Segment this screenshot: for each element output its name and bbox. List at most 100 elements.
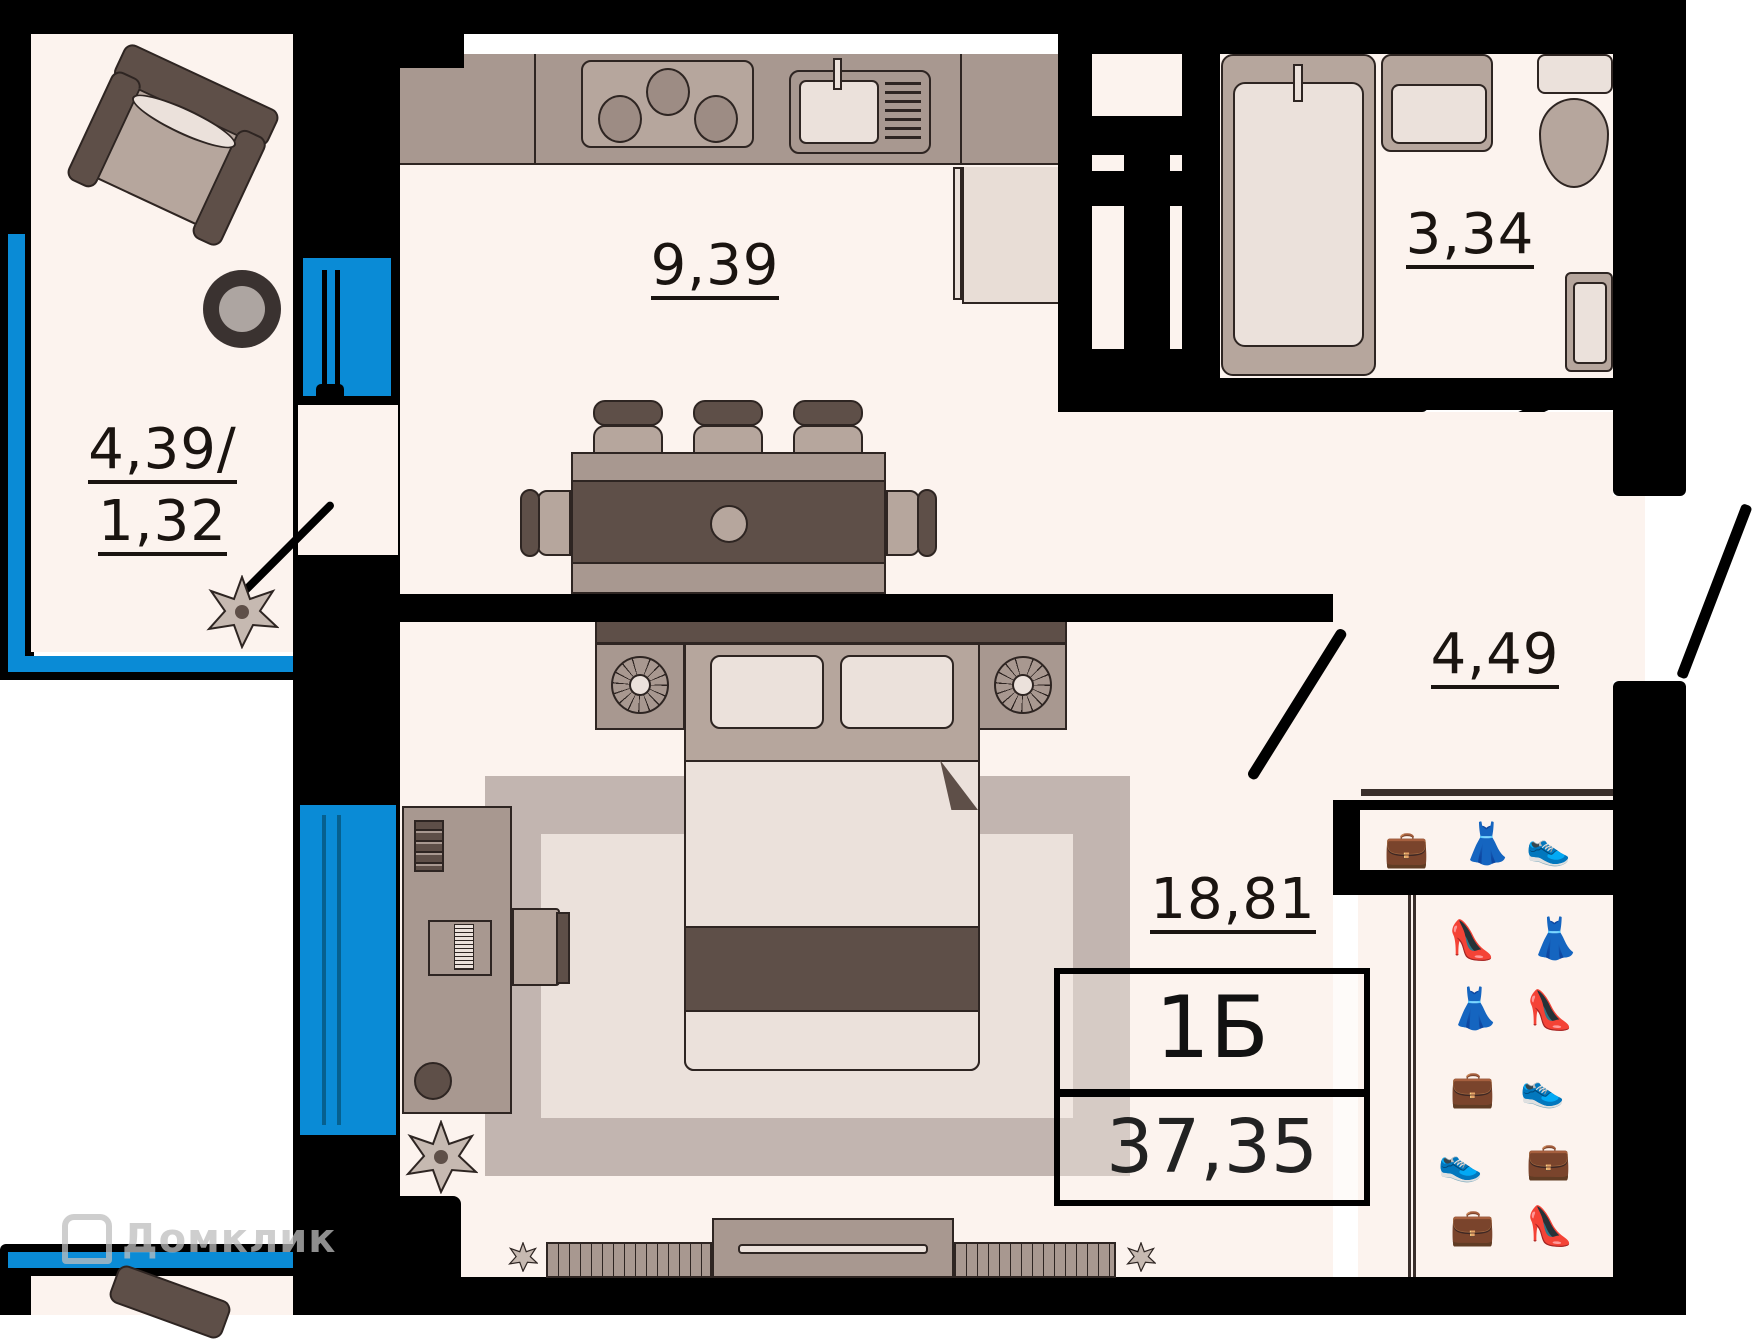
wardrobe-shelf: [1360, 810, 1613, 870]
balcony-area-label: 4,39/: [88, 417, 237, 484]
tv-icon: [738, 1244, 928, 1254]
balcony-bottom-wall: [0, 672, 293, 680]
balcony-door-frame-line: [335, 270, 340, 400]
dining-chair-back: [693, 400, 763, 426]
fridge-icon: [962, 167, 1058, 304]
bottom-wall-stub: [293, 1196, 461, 1277]
desk-chair-back: [556, 912, 570, 984]
apartment-type: 1Б: [1155, 978, 1269, 1078]
apartment-info-divider: [1054, 1089, 1370, 1097]
hallway-area-label: 4,49: [1430, 622, 1560, 689]
plant-icon: [404, 1119, 479, 1195]
wardrobe-rail: [1361, 789, 1613, 796]
bedroom-area-label: 18,81: [1150, 867, 1316, 934]
balcony-area-label-2: 1,32: [98, 489, 227, 556]
dress-icon: 👗: [1530, 916, 1580, 962]
domclick-watermark: Домклик: [62, 1214, 336, 1264]
total-area: 37,35: [1106, 1104, 1318, 1190]
towel-rail-inner: [1573, 282, 1607, 364]
sink-faucet: [833, 58, 842, 90]
laptop-keyboard: [454, 924, 474, 970]
counter-notch: [400, 34, 464, 68]
heel-icon: 👠: [1526, 988, 1574, 1032]
plant-icon: [508, 1241, 539, 1273]
headboard: [595, 622, 1067, 644]
lamp-center: [629, 674, 651, 696]
neighbor-balcony-window: [8, 1252, 293, 1268]
sink-drainer: [885, 82, 921, 144]
bathroom-door-jamb: [1557, 378, 1613, 408]
lamp-center: [1012, 674, 1034, 696]
table-vase-icon: [710, 505, 748, 543]
dining-chair-back: [793, 400, 863, 426]
dress-icon: 👗: [1462, 821, 1512, 867]
heel-icon: 👠: [1526, 1204, 1574, 1248]
pillow: [840, 655, 954, 729]
briefcase-icon: 💼: [1526, 1141, 1571, 1182]
dining-chair: [693, 425, 763, 455]
dining-chair-back: [593, 400, 663, 426]
briefcase-icon: 💼: [1450, 1069, 1495, 1110]
desk-lamp-icon: [414, 1062, 452, 1100]
pillow: [710, 655, 824, 729]
radiator-right: [954, 1242, 1116, 1278]
bathroom-area-label: 3,34: [1405, 202, 1535, 269]
bathtub-basin: [1233, 82, 1364, 347]
shaft-1: [1092, 54, 1182, 116]
balcony-door-window: [303, 258, 391, 396]
watermark-house-icon: [62, 1214, 112, 1264]
entrance-opening[interactable]: [1613, 496, 1645, 681]
balcony-window-bottom: [8, 656, 293, 672]
kitchen-bedroom-wall: [400, 594, 1358, 622]
shaft-2: [1092, 155, 1124, 171]
blanket-stripe: [684, 926, 980, 1012]
kitchen-area-label: 9,39: [650, 233, 780, 300]
shaft-3: [1170, 155, 1182, 171]
bottom-wall: [293, 1277, 1686, 1315]
burner-icon: [598, 95, 642, 143]
dining-chair-side: [537, 490, 571, 556]
dining-chair-side-back: [917, 489, 937, 557]
sneaker-icon: 👟: [1526, 827, 1571, 868]
sneaker-icon: 👟: [1520, 1069, 1565, 1110]
top-wall: [0, 0, 1686, 34]
bathroom-bottom-wall: [1058, 378, 1428, 412]
toilet-tank-icon: [1537, 54, 1613, 94]
dining-chair: [793, 425, 863, 455]
toilet-bowl-icon: [1539, 98, 1609, 188]
side-table-top: [219, 286, 265, 332]
radiator-left: [546, 1242, 712, 1278]
desk-chair: [512, 908, 560, 986]
briefcase-icon: 💼: [1384, 829, 1429, 870]
washbasin-bowl: [1391, 84, 1487, 144]
entrance-door-leaf[interactable]: [1676, 503, 1753, 680]
right-wall-lower: [1613, 681, 1686, 1315]
heel-icon: 👠: [1448, 918, 1496, 962]
closet-rail: [1408, 895, 1416, 1277]
plant-icon: [1126, 1241, 1157, 1273]
books-icon: [414, 820, 444, 872]
balcony-window-left: [8, 234, 25, 674]
counter-divider: [960, 54, 962, 165]
dining-chair-side: [886, 490, 920, 556]
bedroom-window: [300, 805, 396, 1135]
bedroom-window-frame: [322, 815, 326, 1125]
apartment-info-box: [1054, 968, 1370, 1206]
shaft-5: [1170, 206, 1182, 349]
balcony-doorway[interactable]: [298, 405, 398, 555]
burner-icon: [646, 68, 690, 116]
dining-chair: [593, 425, 663, 455]
bedroom-window-frame: [337, 815, 341, 1125]
dress-icon: 👗: [1450, 986, 1500, 1032]
watermark-text: Домклик: [122, 1216, 337, 1262]
balcony-door-frame-line: [322, 270, 327, 400]
burner-icon: [694, 95, 738, 143]
blanket: [684, 760, 980, 1071]
hallway-floor-ext: [1058, 412, 1358, 594]
shaft-4: [1092, 206, 1124, 349]
plant-icon: [205, 574, 280, 650]
fridge-door: [953, 167, 962, 300]
dining-chair-side-back: [520, 489, 540, 557]
sneaker-icon: 👟: [1438, 1143, 1483, 1184]
right-wall-upper: [1613, 34, 1686, 496]
